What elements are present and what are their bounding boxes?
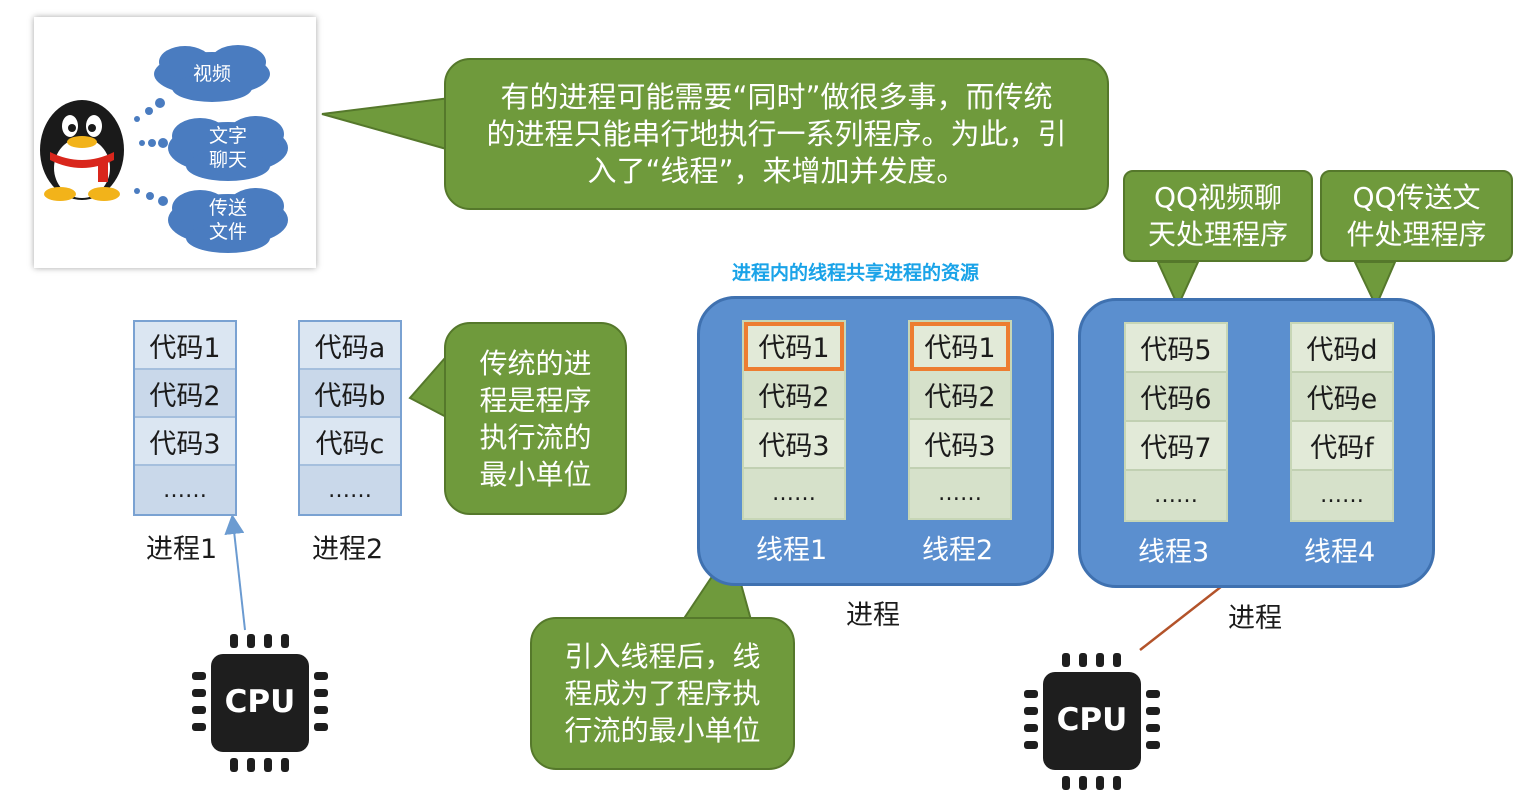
qq-file-callout: QQ传送文 件处理程序 bbox=[1320, 170, 1513, 262]
code-cell: …… bbox=[300, 466, 400, 514]
code-cell: 代码2 bbox=[744, 371, 844, 420]
thread-callout-line2: 程成为了程序执 bbox=[564, 677, 761, 710]
cpu-chip-icon bbox=[192, 634, 328, 772]
cloud-file-label: 传送 文件 bbox=[186, 196, 270, 244]
top-callout-tail bbox=[321, 96, 451, 152]
process1-label: 进程1 bbox=[146, 534, 218, 565]
traditional-callout: 传统的进 程是程序 执行流的 最小单位 bbox=[444, 322, 627, 515]
cloud-chat-label: 文字 聊天 bbox=[186, 124, 270, 172]
cloud-chat-shape bbox=[168, 116, 288, 181]
process2-label: 进程2 bbox=[312, 534, 384, 565]
cloud-video-label: 视频 bbox=[192, 63, 231, 85]
thread3-code-stack: 代码5 代码6 代码7 …… bbox=[1124, 322, 1228, 522]
code-cell-highlighted: 代码1 bbox=[744, 322, 844, 371]
qq-video-callout: QQ视频聊 天处理程序 bbox=[1123, 170, 1313, 262]
qq-video-callout-tail bbox=[1156, 261, 1200, 309]
code-cell: 代码3 bbox=[744, 420, 844, 469]
cloud-file-shape bbox=[168, 188, 288, 253]
thread1-label: 线程1 bbox=[756, 535, 828, 566]
thread4-label: 线程4 bbox=[1304, 537, 1376, 568]
qq-video-callout-line1: QQ视频聊 bbox=[1153, 181, 1283, 214]
code-cell: 代码c bbox=[300, 418, 400, 466]
code-cell: 代码7 bbox=[1126, 422, 1226, 471]
thread2-label: 线程2 bbox=[922, 535, 994, 566]
thread3-label: 线程3 bbox=[1138, 537, 1210, 568]
code-cell: 代码3 bbox=[135, 418, 235, 466]
thread4-code-stack: 代码d 代码e 代码f …… bbox=[1290, 322, 1394, 522]
cloud-file-line2: 文件 bbox=[208, 221, 247, 243]
code-cell: 代码6 bbox=[1126, 373, 1226, 422]
cloud-chat-line2: 聊天 bbox=[208, 149, 247, 171]
code-cell: 代码5 bbox=[1126, 324, 1226, 373]
code-cell-highlighted: 代码1 bbox=[910, 322, 1010, 371]
shared-resources-title: 进程内的线程共享进程的资源 bbox=[732, 262, 980, 284]
code-cell: 代码f bbox=[1292, 422, 1392, 471]
qq-video-callout-line2: 天处理程序 bbox=[1147, 218, 1288, 251]
cloud-chat-line1: 文字 bbox=[208, 125, 247, 147]
code-cell: 代码a bbox=[300, 322, 400, 370]
intro-callout: 有的进程可能需要“同时”做很多事，而传统 的进程只能串行地执行一系列程序。为此，… bbox=[444, 58, 1109, 210]
cloud-file-line1: 传送 bbox=[208, 197, 247, 219]
process1-code-stack: 代码1 代码2 代码3 …… bbox=[133, 320, 237, 516]
code-cell: 代码d bbox=[1292, 324, 1392, 373]
thought-dots bbox=[134, 98, 168, 206]
process-a-label: 进程 bbox=[846, 600, 900, 631]
code-cell: …… bbox=[910, 469, 1010, 518]
qq-file-callout-line1: QQ传送文 bbox=[1352, 181, 1481, 214]
traditional-callout-line4: 最小单位 bbox=[479, 457, 592, 491]
code-cell: …… bbox=[1126, 471, 1226, 520]
cpu2-label: CPU bbox=[1056, 702, 1128, 738]
code-cell: …… bbox=[135, 466, 235, 514]
thread-callout-line1: 引入线程后，线 bbox=[564, 640, 761, 673]
qq-file-callout-tail bbox=[1353, 261, 1397, 309]
code-cell: 代码2 bbox=[910, 371, 1010, 420]
code-cell: 代码e bbox=[1292, 373, 1392, 422]
intro-callout-line1: 有的进程可能需要“同时”做很多事，而传统 bbox=[500, 79, 1053, 114]
thread2-code-stack: 代码1 代码2 代码3 …… bbox=[908, 320, 1012, 520]
code-cell: 代码1 bbox=[135, 322, 235, 370]
cloud-video-shape bbox=[154, 45, 270, 102]
thread-callout-line3: 行流的最小单位 bbox=[564, 714, 761, 747]
code-cell: 代码3 bbox=[910, 420, 1010, 469]
code-cell: 代码b bbox=[300, 370, 400, 418]
code-cell: …… bbox=[1292, 471, 1392, 520]
cpu1-label: CPU bbox=[224, 684, 296, 720]
cpu1-arrow bbox=[224, 514, 246, 631]
code-cell: …… bbox=[744, 469, 844, 518]
traditional-callout-line1: 传统的进 bbox=[479, 346, 592, 380]
qq-file-callout-line2: 件处理程序 bbox=[1346, 218, 1487, 251]
traditional-callout-line2: 程是程序 bbox=[479, 383, 592, 417]
process-b-label: 进程 bbox=[1228, 603, 1282, 634]
qq-penguin-icon bbox=[40, 100, 124, 201]
thread-callout: 引入线程后，线 程成为了程序执 行流的最小单位 bbox=[530, 617, 795, 770]
intro-callout-line3: 入了“线程”，来增加并发度。 bbox=[587, 153, 966, 188]
intro-callout-line2: 的进程只能串行地执行一系列程序。为此，引 bbox=[486, 116, 1067, 151]
traditional-callout-line3: 执行流的 bbox=[479, 420, 592, 454]
process2-code-stack: 代码a 代码b 代码c …… bbox=[298, 320, 402, 516]
thread1-code-stack: 代码1 代码2 代码3 …… bbox=[742, 320, 846, 520]
code-cell: 代码2 bbox=[135, 370, 235, 418]
cpu-chip-icon bbox=[1024, 653, 1160, 790]
